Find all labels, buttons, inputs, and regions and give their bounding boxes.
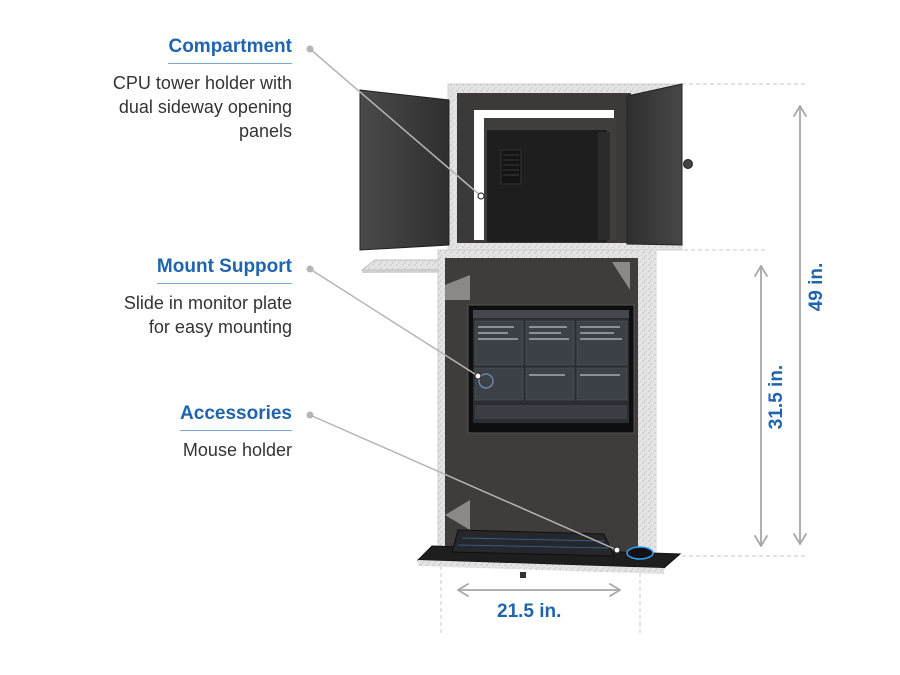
right-door [626,83,683,246]
callout-description: CPU tower holder with dual sideway openi… [112,73,292,141]
dimension-arrows [457,105,807,597]
leader-dots [306,45,314,419]
lower-height-dimension-label: 31.5 in. [766,364,787,430]
cpu-tower [487,130,610,242]
total-height-dimension-label: 49 in. [806,262,827,312]
callout-title: Mount Support [156,256,292,284]
dimension-guides [440,83,805,634]
leader-lines [309,48,618,551]
callout-description: Slide in monitor plate for easy mounting [123,293,292,337]
leader-endpoints [474,192,621,554]
callout-title: Accessories [180,403,292,431]
callout-accessories: Accessories Mouse holder [180,403,292,462]
monitor [467,304,635,434]
keyboard-tray [416,529,682,578]
callout-title: Compartment [168,36,292,64]
left-door [359,89,450,251]
callout-description: Mouse holder [182,440,292,460]
callout-compartment: Compartment CPU tower holder with dual s… [113,36,292,143]
mouse [626,546,654,560]
width-dimension-label: 21.5 in. [497,601,562,622]
door-latch [683,159,693,169]
callout-mount-support: Mount Support Slide in monitor plate for… [124,256,292,339]
